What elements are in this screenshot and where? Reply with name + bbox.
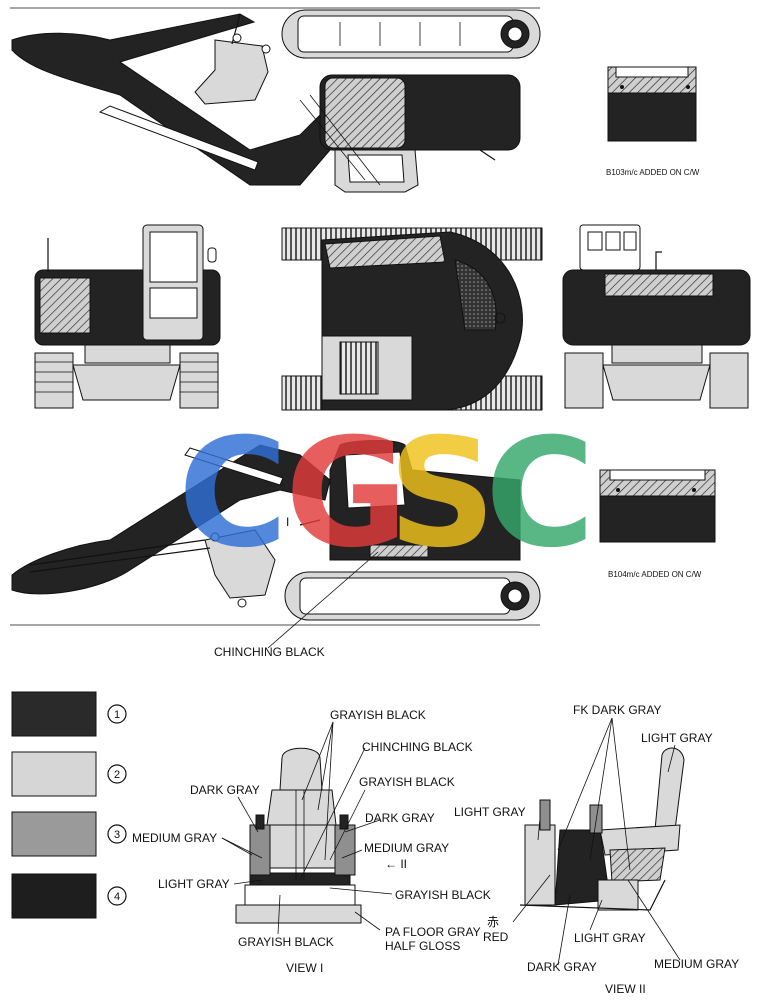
v1-pa-floor-2: HALF GLOSS	[385, 939, 460, 953]
v2-red-jp: 赤	[487, 915, 499, 929]
v1-arrow-ii: ← II	[385, 857, 407, 871]
svg-text:G: G	[285, 407, 408, 581]
legend-num-1: 1	[114, 709, 120, 721]
v1-light-gray: LIGHT GRAY	[158, 877, 230, 891]
svg-text:C: C	[485, 407, 595, 581]
v1-medium-gray-right: MEDIUM GRAY	[364, 841, 449, 855]
v1-dark-gray-left: DARK GRAY	[190, 783, 260, 797]
v1-grayish-black-bottom: GRAYISH BLACK	[238, 935, 334, 949]
note-b104: B104m/c ADDED ON C/W	[608, 570, 702, 579]
legend-num-3: 3	[114, 829, 120, 841]
legend-swatch-4	[11, 873, 97, 919]
v2-light-gray-top: LIGHT GRAY	[641, 731, 713, 745]
legend-swatch-3	[11, 811, 97, 857]
view-ii-title: VIEW II	[605, 982, 646, 996]
front-view	[34, 224, 221, 409]
v2-dark-gray: DARK GRAY	[527, 960, 597, 974]
v2-fk-dark-gray: FK DARK GRAY	[573, 703, 661, 717]
counterweight-b103	[607, 66, 697, 142]
callout-chinching-black: CHINCHING BLACK	[214, 645, 325, 659]
counterweight-b104	[599, 469, 716, 543]
watermark-logo: C G S C	[178, 407, 595, 581]
svg-text:S: S	[388, 407, 496, 581]
legend-swatch-2	[11, 751, 97, 797]
v1-medium-gray-left: MEDIUM GRAY	[132, 831, 217, 845]
rear-view	[562, 224, 751, 409]
view-ii-seat-diagram	[512, 717, 685, 966]
top-side-view	[10, 7, 541, 193]
v2-red: RED	[483, 930, 509, 944]
legend-num-4: 4	[114, 891, 120, 903]
color-legend: 1 2 3 4	[11, 691, 127, 919]
top-view	[281, 227, 543, 411]
callout-leader	[267, 551, 379, 649]
v2-light-gray-left: LIGHT GRAY	[454, 805, 526, 819]
bottom-side-view	[10, 439, 541, 626]
svg-text:C: C	[178, 407, 288, 581]
v1-chinching-black: CHINCHING BLACK	[362, 740, 473, 754]
v2-medium-gray: MEDIUM GRAY	[654, 957, 739, 971]
v1-dark-gray-right: DARK GRAY	[365, 811, 435, 825]
view-i-title: VIEW I	[286, 961, 323, 975]
note-b103: B103m/c ADDED ON C/W	[606, 168, 700, 177]
v2-light-gray-bottom: LIGHT GRAY	[574, 931, 646, 945]
view-marker-i: I	[286, 515, 289, 529]
v1-grayish-black-top: GRAYISH BLACK	[330, 708, 426, 722]
legend-swatch-1	[11, 691, 97, 737]
legend-num-2: 2	[114, 769, 120, 781]
view-i-seat-diagram	[221, 721, 393, 935]
v1-grayish-black-right: GRAYISH BLACK	[395, 888, 491, 902]
v1-grayish-black-mid: GRAYISH BLACK	[359, 775, 455, 789]
v1-pa-floor-1: PA FLOOR GRAY	[385, 925, 481, 939]
